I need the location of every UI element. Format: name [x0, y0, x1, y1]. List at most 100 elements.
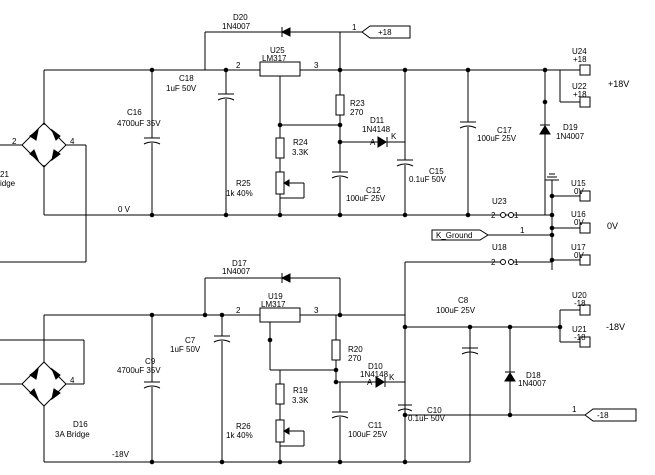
u15-ref: U15	[571, 179, 586, 188]
d18-ref: D18	[526, 371, 541, 380]
r25-ref: R25	[236, 179, 251, 188]
diode-d10	[336, 376, 405, 388]
capacitor-c18	[217, 70, 235, 215]
potentiometer-r26	[275, 419, 305, 462]
u15-value: 0V	[574, 187, 584, 196]
u24-ref: U24	[572, 47, 587, 56]
d20-part: 1N4007	[222, 22, 251, 31]
k-ground-text: K_Ground	[436, 231, 472, 240]
u23-pin-a: 2	[491, 211, 496, 220]
u25-pin-in: 2	[236, 61, 241, 70]
capacitor-c15	[396, 70, 414, 215]
d11-pin-k: K	[391, 132, 397, 141]
d10-pin-k: K	[389, 373, 395, 382]
resistor-r24	[275, 125, 285, 172]
rail-flag-plus18	[361, 25, 411, 39]
connector-u20[interactable]	[579, 304, 591, 316]
ground-label-0v: 0 V	[118, 205, 131, 214]
bridge-bottom-part: 3A Bridge	[55, 430, 90, 439]
r26-ref: R26	[236, 422, 251, 431]
u18-ref: U18	[492, 243, 507, 252]
capacitor-c16	[143, 70, 161, 215]
d11-ref: D11	[370, 116, 385, 125]
u24-value: +18	[573, 55, 587, 64]
connector-u16[interactable]	[579, 222, 591, 234]
bridge-top-pin4: 4	[70, 137, 75, 146]
bridge-top-part: idge	[0, 179, 16, 188]
u22-ref: U22	[572, 82, 587, 91]
u16-value: 0V	[574, 218, 584, 227]
u25-part: LM317	[262, 54, 287, 63]
connector-u22[interactable]	[579, 96, 591, 108]
d10-pin-a: A	[367, 378, 373, 387]
diode-d20	[204, 27, 341, 70]
capacitor-c12	[331, 142, 349, 215]
bridge-rectifier-top	[0, 122, 86, 168]
u23-pin-b: 1	[514, 211, 519, 220]
c15-value: 0.1uF 50V	[409, 175, 447, 184]
c18-ref: C18	[179, 74, 194, 83]
u16-ref: U16	[571, 210, 586, 219]
u21-value: -18	[574, 333, 586, 342]
c11-value: 100uF 25V	[348, 430, 388, 439]
c10-value: 0.1uF 50V	[408, 414, 446, 423]
d11-part: 1N4148	[362, 125, 391, 134]
u18-pin-b: 1	[514, 258, 519, 267]
potentiometer-r25	[275, 171, 305, 215]
rail-flag-minus18	[584, 408, 637, 422]
c11-ref: C11	[368, 421, 383, 430]
u17-value: 0V	[574, 251, 584, 260]
r23-ref: R23	[350, 99, 365, 108]
r26-value: 1k 40%	[226, 431, 253, 440]
capacitor-c17	[459, 70, 477, 215]
k-ground-pin: 1	[520, 226, 525, 235]
r24-value: 3.3K	[292, 148, 309, 157]
ground-section: U15 0V U16 0V U17 0V 0V U23 2 1 K_Ground…	[405, 173, 618, 270]
r25-value: 1k 40%	[226, 189, 253, 198]
u25-pin-out: 3	[314, 61, 319, 70]
c17-ref: C17	[497, 126, 512, 135]
connector-u21[interactable]	[579, 336, 591, 348]
flag-pin-top: 1	[352, 23, 357, 32]
diode-d11	[340, 136, 405, 148]
c7-ref: C7	[185, 336, 196, 345]
u23-ref: U23	[492, 197, 507, 206]
r20-ref: R20	[348, 345, 363, 354]
d18-part: 1N4007	[518, 379, 547, 388]
r24-ref: R24	[293, 138, 308, 147]
c9-value: 4700uF 35V	[117, 366, 161, 375]
d11-pin-a: A	[370, 138, 376, 147]
connector-u15[interactable]	[579, 190, 591, 202]
c16-value: 4700uF 35V	[117, 119, 161, 128]
u20-value: -18	[574, 299, 586, 308]
rail-flag-plus18-text: +18	[378, 28, 392, 37]
k-ground-flag	[431, 229, 489, 241]
u18-pin-a: 2	[491, 258, 496, 267]
d19-part: 1N4007	[556, 132, 585, 141]
d10-part: 1N4148	[360, 370, 389, 379]
bottom-supply: 4 D16 3A Bridge C9 4700uF 35V C7 1uF 50V…	[0, 259, 637, 465]
connector-u24[interactable]	[579, 64, 591, 76]
c8-ref: C8	[458, 296, 469, 305]
bridge-top-ref: 21	[0, 170, 9, 179]
connector-u17[interactable]	[579, 254, 591, 266]
c17-value: 100uF 25V	[477, 134, 517, 143]
d10-ref: D10	[368, 362, 383, 371]
flag-pin-bottom: 1	[572, 405, 577, 414]
d17-part: 1N4007	[222, 267, 251, 276]
r19-value: 3.3K	[292, 396, 309, 405]
c12-value: 100uF 25V	[346, 194, 386, 203]
resistor-r19	[275, 370, 285, 420]
rail-label-minus18v: -18V	[606, 322, 625, 332]
bridge-top-pin2: 2	[12, 137, 17, 146]
diode-d17	[204, 273, 341, 315]
c18-value: 1uF 50V	[166, 84, 197, 93]
c16-ref: C16	[127, 108, 142, 117]
ground-label-minus18v: -18V	[112, 450, 130, 459]
u22-value: +18	[573, 90, 587, 99]
c9-ref: C9	[145, 357, 156, 366]
u19-part: LM317	[261, 300, 286, 309]
d17-ref: D17	[232, 259, 247, 268]
